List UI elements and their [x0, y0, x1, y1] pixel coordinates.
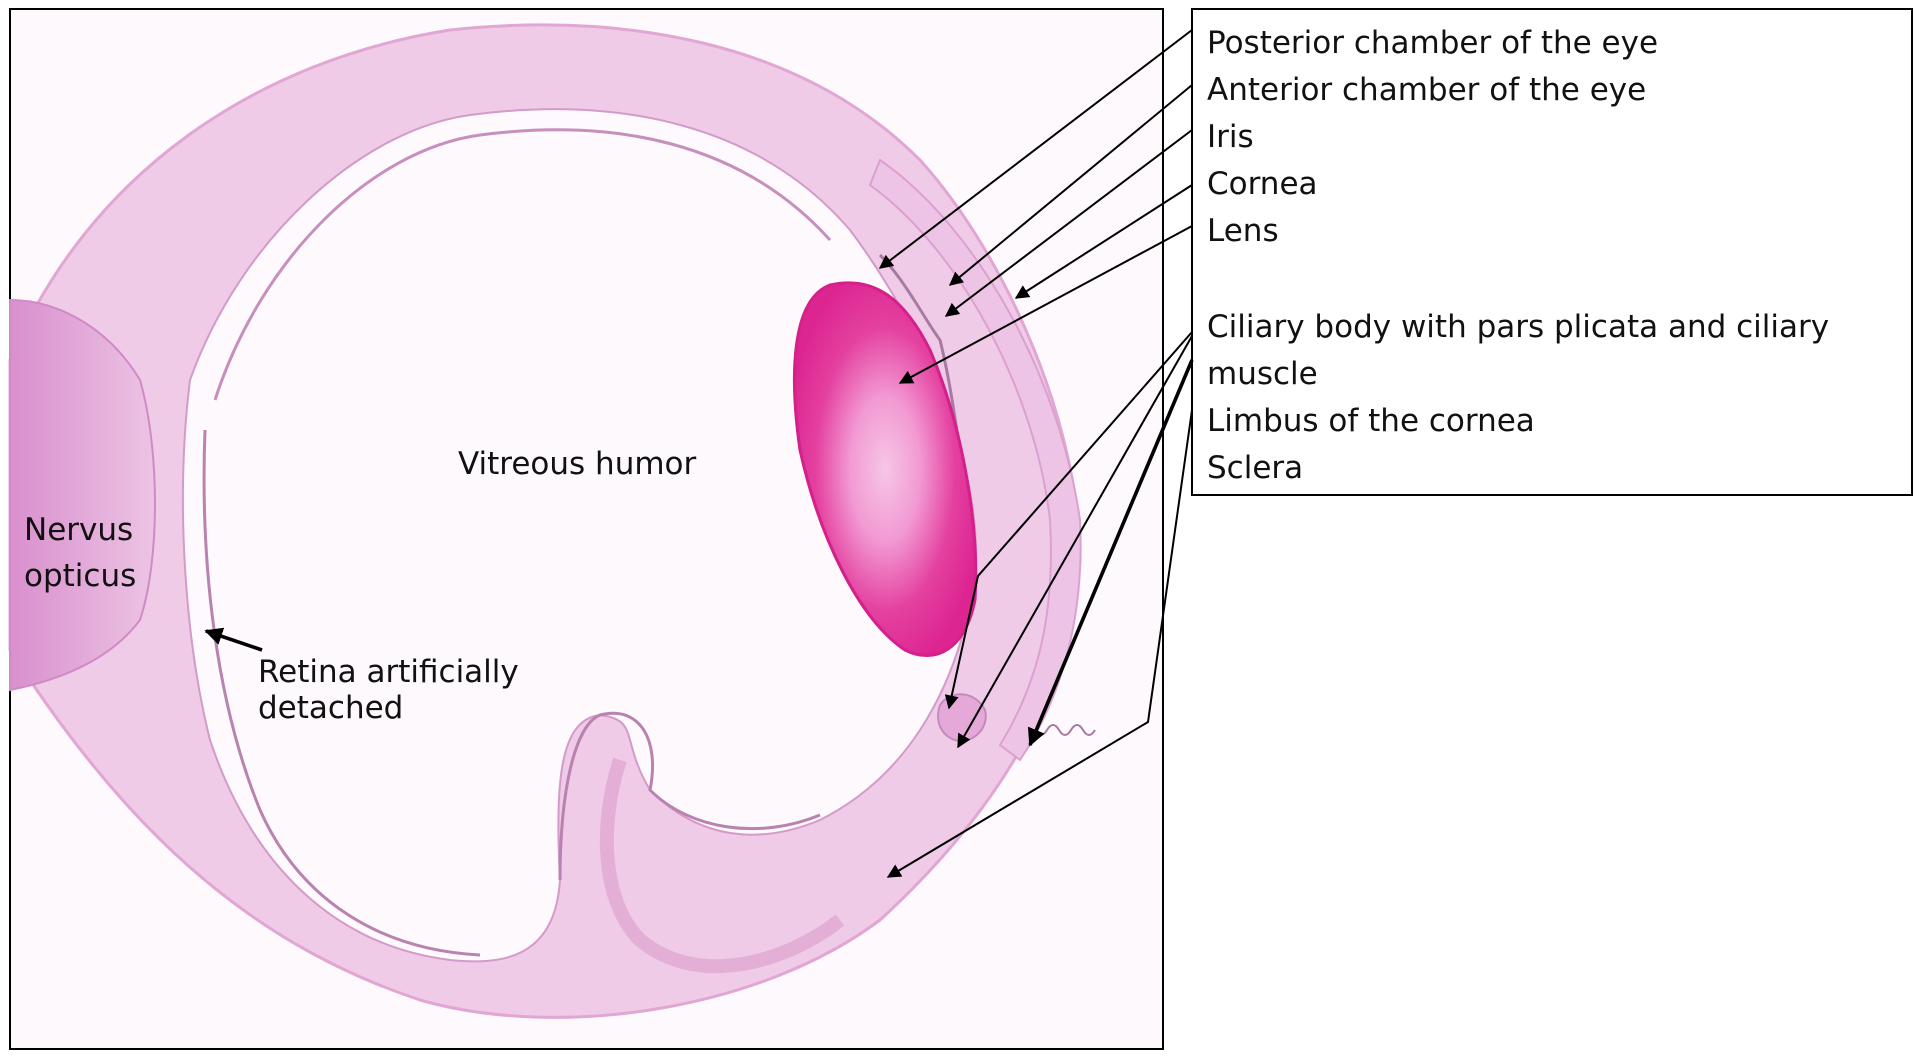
label-retina-line2: detached [258, 690, 403, 726]
leader-sclera [886, 409, 1193, 878]
legend-frame [1191, 8, 1913, 496]
legend-item-cornea: Cornea [1207, 166, 1318, 202]
legend-item-lens: Lens [1207, 213, 1279, 249]
label-vitreous-humor: Vitreous humor [458, 446, 697, 482]
label-nervus-opticus-line1: Nervus [24, 512, 133, 548]
vitreous-cavity [181, 108, 977, 963]
lower-wall-fold [599, 757, 845, 974]
ciliary-body [937, 693, 987, 742]
leader-ciliary-2 [957, 335, 1193, 749]
cornea-band [868, 158, 1082, 762]
leader-ciliary-1 [944, 331, 1193, 710]
ciliary-fold [558, 711, 821, 881]
arrow-retina [204, 627, 263, 652]
legend-item-sclera: Sclera [1207, 450, 1303, 486]
leader-lines [878, 29, 1194, 878]
legend-box: Posterior chamber of the eye Anterior ch… [1191, 8, 1913, 496]
legend-item-ciliary-body-cont: muscle [1207, 356, 1318, 392]
retina-layer [213, 128, 832, 401]
leader-anterior-chamber [948, 84, 1193, 286]
leader-limbus [1027, 359, 1194, 747]
leader-posterior-chamber [878, 29, 1193, 269]
limbus-edge [1034, 724, 1096, 736]
optic-nerve [9, 298, 156, 692]
label-retina-line1: Retina artificially [258, 654, 519, 690]
lens [792, 281, 978, 657]
leader-lens [898, 225, 1193, 384]
legend-item-iris: Iris [1207, 119, 1254, 155]
leader-iris [944, 129, 1193, 317]
histology-image: Vitreous humor Nervus opticus Retina art… [8, 8, 1164, 1050]
legend-item-anterior-chamber: Anterior chamber of the eye [1207, 72, 1646, 108]
legend-item-ciliary-body: Ciliary body with pars plicata and cilia… [1207, 309, 1829, 345]
legend-item-posterior-chamber: Posterior chamber of the eye [1207, 25, 1658, 61]
label-nervus-opticus-line2: opticus [24, 558, 136, 594]
retina-detached [202, 429, 481, 957]
leader-cornea [1014, 184, 1193, 299]
legend-item-limbus: Limbus of the cornea [1207, 403, 1535, 439]
